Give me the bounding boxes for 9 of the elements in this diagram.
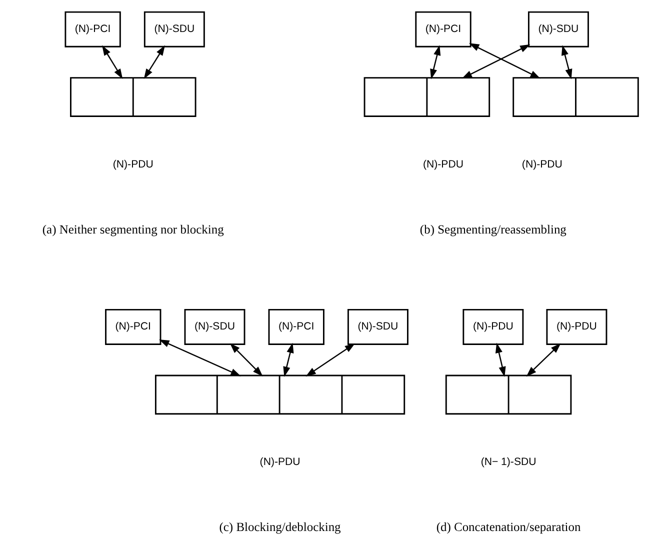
label: (b) Segmenting/reassembling xyxy=(419,222,566,236)
node-label: (N− 1)-SDU xyxy=(480,456,536,468)
label: (a) Neither segmenting nor blocking xyxy=(42,222,224,236)
label: (c) Blocking/deblocking xyxy=(218,520,340,534)
node-label: (N)-PDU xyxy=(422,158,463,170)
label: (d) Concatenation/separation xyxy=(436,520,580,534)
node-label: (N)-PDU xyxy=(259,456,300,468)
node-label: (N)-PDU xyxy=(112,158,153,170)
node-label: (N)-PDU xyxy=(521,158,562,170)
